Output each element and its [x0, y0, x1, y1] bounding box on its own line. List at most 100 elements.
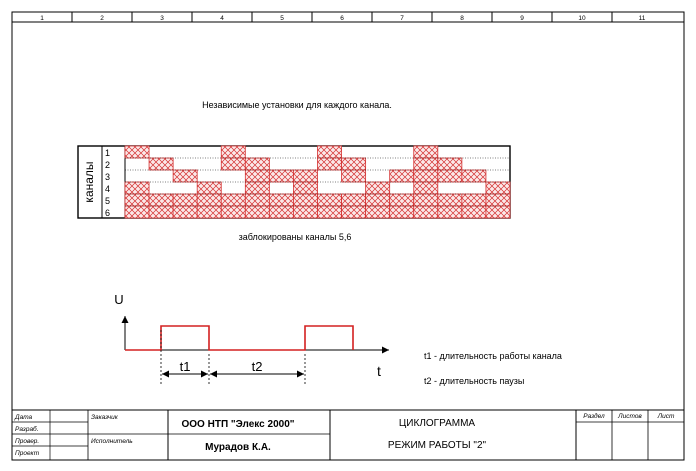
channel-6-cell-8	[317, 205, 342, 219]
channel-5-cell-1	[148, 193, 174, 207]
heading-text: Независимые установки для каждого канала…	[202, 100, 392, 110]
pulse-diagram: U t t1 t2 t1 - длительность работы канал…	[114, 292, 562, 386]
channel-1-cell-8	[317, 145, 342, 159]
channel-5-cell-15	[485, 193, 511, 207]
channel-5-cell-3	[196, 193, 222, 207]
channel-5-cell-7	[293, 193, 318, 207]
channel-5-cell-13	[437, 193, 463, 207]
channel-2-cell-8	[317, 157, 342, 171]
channel-2-cell-5	[244, 157, 270, 171]
ruler-col-11: 11	[639, 15, 646, 22]
ruler-col-9: 9	[520, 15, 524, 22]
channel-3-cell-13	[437, 169, 463, 183]
channel-6-cell-11	[389, 205, 415, 219]
ruler-col-10: 10	[578, 15, 586, 22]
channel-3-cell-12	[413, 169, 439, 183]
channel-2-cell-1	[148, 157, 174, 171]
channel-5-cell-6	[268, 193, 294, 207]
legend-t1: t1 - длительность работы канала	[424, 351, 562, 361]
stamp-customer-label: Заказчик	[91, 414, 119, 421]
ruler-col-5: 5	[280, 15, 284, 22]
channel-1-cell-4	[220, 145, 246, 159]
title-block-text: Дата Разраб. Провер. Проект Заказчик Исп…	[14, 412, 675, 457]
channel-6-cell-5	[244, 205, 270, 219]
u-axis-label: U	[114, 292, 123, 307]
ruler-col-4: 4	[220, 15, 224, 22]
stamp-company: ООО НТП "Элекс 2000"	[182, 419, 295, 430]
channel-4-cell-3	[196, 181, 222, 195]
channel-2-cell-4	[220, 157, 246, 171]
stamp-sheet-label: Лист	[657, 413, 675, 420]
legend-t2: t2 - длительность паузы	[424, 376, 524, 386]
stamp-row-date: Дата	[14, 414, 33, 421]
channel-number-5: 5	[105, 196, 110, 206]
channel-4-cell-10	[365, 181, 391, 195]
stamp-author: Мурадов К.А.	[205, 442, 271, 453]
channel-5-cell-10	[365, 193, 391, 207]
channel-5-cell-12	[413, 193, 439, 207]
channel-3-cell-2	[172, 169, 198, 183]
channel-6-cell-12	[413, 205, 439, 219]
stamp-row-project: Проект	[15, 450, 40, 457]
channel-6-cell-9	[341, 205, 367, 219]
channel-6-cell-14	[461, 205, 487, 219]
channel-5-cell-4	[220, 193, 246, 207]
stamp-row-developer: Разраб.	[15, 425, 39, 433]
ruler-col-6: 6	[340, 15, 344, 22]
channel-6-cell-3	[196, 205, 222, 219]
channel-4-cell-5	[244, 181, 270, 195]
channel-number-4: 4	[105, 184, 110, 194]
channel-5-cell-8	[317, 193, 342, 207]
ruler-col-1: 1	[40, 15, 44, 22]
channel-row-lines	[125, 157, 510, 207]
ruler-col-2: 2	[100, 15, 104, 22]
channel-3-cell-5	[244, 169, 270, 183]
channel-4-cell-7	[293, 181, 318, 195]
channel-2-cell-9	[341, 157, 367, 171]
channel-2-cell-13	[437, 157, 463, 171]
channel-5-cell-11	[389, 193, 415, 207]
ruler-col-7: 7	[400, 15, 404, 22]
channel-number-3: 3	[105, 172, 110, 182]
channel-cells	[124, 145, 511, 219]
channel-6-cell-10	[365, 205, 391, 219]
pulse-waveform	[125, 325, 354, 351]
channel-3-cell-11	[389, 169, 415, 183]
t-axis-label: t	[377, 363, 381, 379]
ruler-col-8: 8	[460, 15, 464, 22]
channel-6-cell-13	[437, 205, 463, 219]
channel-5-cell-9	[341, 193, 367, 207]
channel-5-cell-0	[124, 193, 150, 207]
t1-label: t1	[180, 359, 191, 374]
stamp-title-2: РЕЖИМ РАБОТЫ "2"	[388, 440, 487, 451]
t2-label: t2	[252, 359, 263, 374]
channel-3-cell-6	[268, 169, 294, 183]
stamp-executor-label: Исполнитель	[91, 438, 133, 445]
channel-5-cell-14	[461, 193, 487, 207]
channel-6-cell-15	[485, 205, 511, 219]
blocked-note: заблокированы каналы 5,6	[239, 232, 352, 242]
channel-number-2: 2	[105, 160, 110, 170]
channel-6-cell-7	[293, 205, 318, 219]
channel-number-6: 6	[105, 208, 110, 218]
stamp-section-label: Раздел	[583, 412, 605, 420]
channel-6-cell-4	[220, 205, 246, 219]
channel-6-cell-1	[148, 205, 174, 219]
channel-3-cell-7	[293, 169, 318, 183]
column-ruler: 1 2 3 4 5 6 7 8 9 10 11	[40, 12, 646, 22]
ruler-col-3: 3	[160, 15, 164, 22]
channel-1-cell-0	[124, 145, 150, 159]
channel-3-cell-9	[341, 169, 367, 183]
stamp-sheets-label: Листов	[617, 413, 642, 420]
stamp-title-1: ЦИКЛОГРАММА	[399, 418, 475, 429]
channel-1-cell-12	[413, 145, 439, 159]
channel-6-cell-2	[172, 205, 198, 219]
stamp-row-checked: Провер.	[15, 438, 39, 445]
channel-5-cell-5	[244, 193, 270, 207]
title-block	[12, 409, 684, 460]
channel-6-cell-0	[124, 205, 150, 219]
